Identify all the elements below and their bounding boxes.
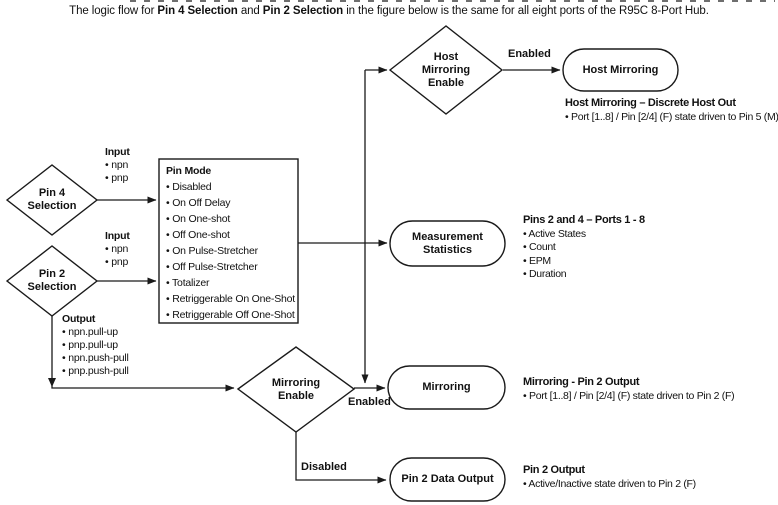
pin2-output-note: Pin 2 Output • Active/Inactive state dri…	[523, 464, 696, 490]
pin-mode-item: • On One-shot	[166, 213, 231, 225]
diamond-pin4-selection	[5, 164, 99, 236]
pin2-selection-label: Pin 2 Selection	[27, 268, 77, 293]
diamond-mirroring-enable	[236, 346, 356, 433]
pin-mode-item: • Disabled	[166, 181, 212, 193]
pin-mode-item: • Retriggerable Off One-Shot	[166, 309, 295, 321]
diamond-pin2-selection	[5, 245, 99, 317]
cropped-content-remnant	[130, 0, 775, 2]
measurement-statistics-label: Measurement Statistics	[412, 230, 483, 256]
host-mirroring-enable-label: Host Mirroring Enable	[421, 50, 471, 89]
arrow-disabled-to-pin2-data-output	[295, 432, 387, 484]
caption-bold-pin4: Pin 4 Selection	[157, 5, 238, 17]
pin-mode-header: Pin Mode	[166, 165, 212, 177]
mirroring-output-note: Mirroring - Pin 2 Output • Port [1..8] /…	[523, 376, 735, 402]
input-annotation-pin4: Input • npn • pnp	[105, 146, 130, 184]
diagram-caption: The logic flow for Pin 4 Selection and P…	[69, 5, 709, 17]
pin-mode-box	[158, 158, 299, 324]
pin-mode-item: • On Off Delay	[166, 197, 231, 209]
pin-mode-list: Pin Mode • Disabled • On Off Delay • On …	[166, 163, 295, 323]
pin2-data-output-label: Pin 2 Data Output	[401, 473, 494, 485]
stadium-mirroring	[387, 365, 506, 410]
stadium-measurement-statistics	[389, 220, 506, 267]
mirroring-label: Mirroring	[422, 381, 471, 393]
pin-mode-item: • Retriggerable On One-Shot	[166, 293, 296, 305]
pins-2-and-4-note: Pins 2 and 4 – Ports 1 - 8 • Active Stat…	[523, 214, 645, 280]
disabled-label: Disabled	[301, 461, 347, 473]
arrow-pin2-to-mirroring-enable	[51, 316, 235, 392]
pin-mode-item: • On Pulse-Stretcher	[166, 245, 258, 257]
stadium-pin2-data-output	[389, 457, 506, 502]
host-mirroring-output-note: Host Mirroring – Discrete Host Out • Por…	[565, 97, 778, 123]
stadium-host-mirroring	[562, 48, 679, 92]
pin-mode-item: • Off One-shot	[166, 229, 230, 241]
caption-bold-pin2: Pin 2 Selection	[262, 5, 344, 17]
host-mirroring-label: Host Mirroring	[582, 63, 659, 76]
pin-mode-item: • Off Pulse-Stretcher	[166, 261, 258, 273]
diamond-host-mirroring-enable	[388, 25, 504, 115]
enabled-label-mid: Enabled	[348, 396, 391, 408]
caption-text: The logic flow for	[69, 5, 158, 17]
down-arrowhead-pin2-branch	[48, 378, 56, 387]
mirroring-enable-label: Mirroring Enable	[271, 376, 321, 402]
enabled-label-top: Enabled	[508, 48, 551, 60]
output-annotation-pin2: Output • npn.pull-up • pnp.pull-up • npn…	[62, 313, 129, 377]
pin4-selection-label: Pin 4 Selection	[27, 187, 77, 212]
input-annotation-pin2: Input • npn • pnp	[105, 230, 130, 268]
pin-mode-item: • Totalizer	[166, 277, 210, 289]
